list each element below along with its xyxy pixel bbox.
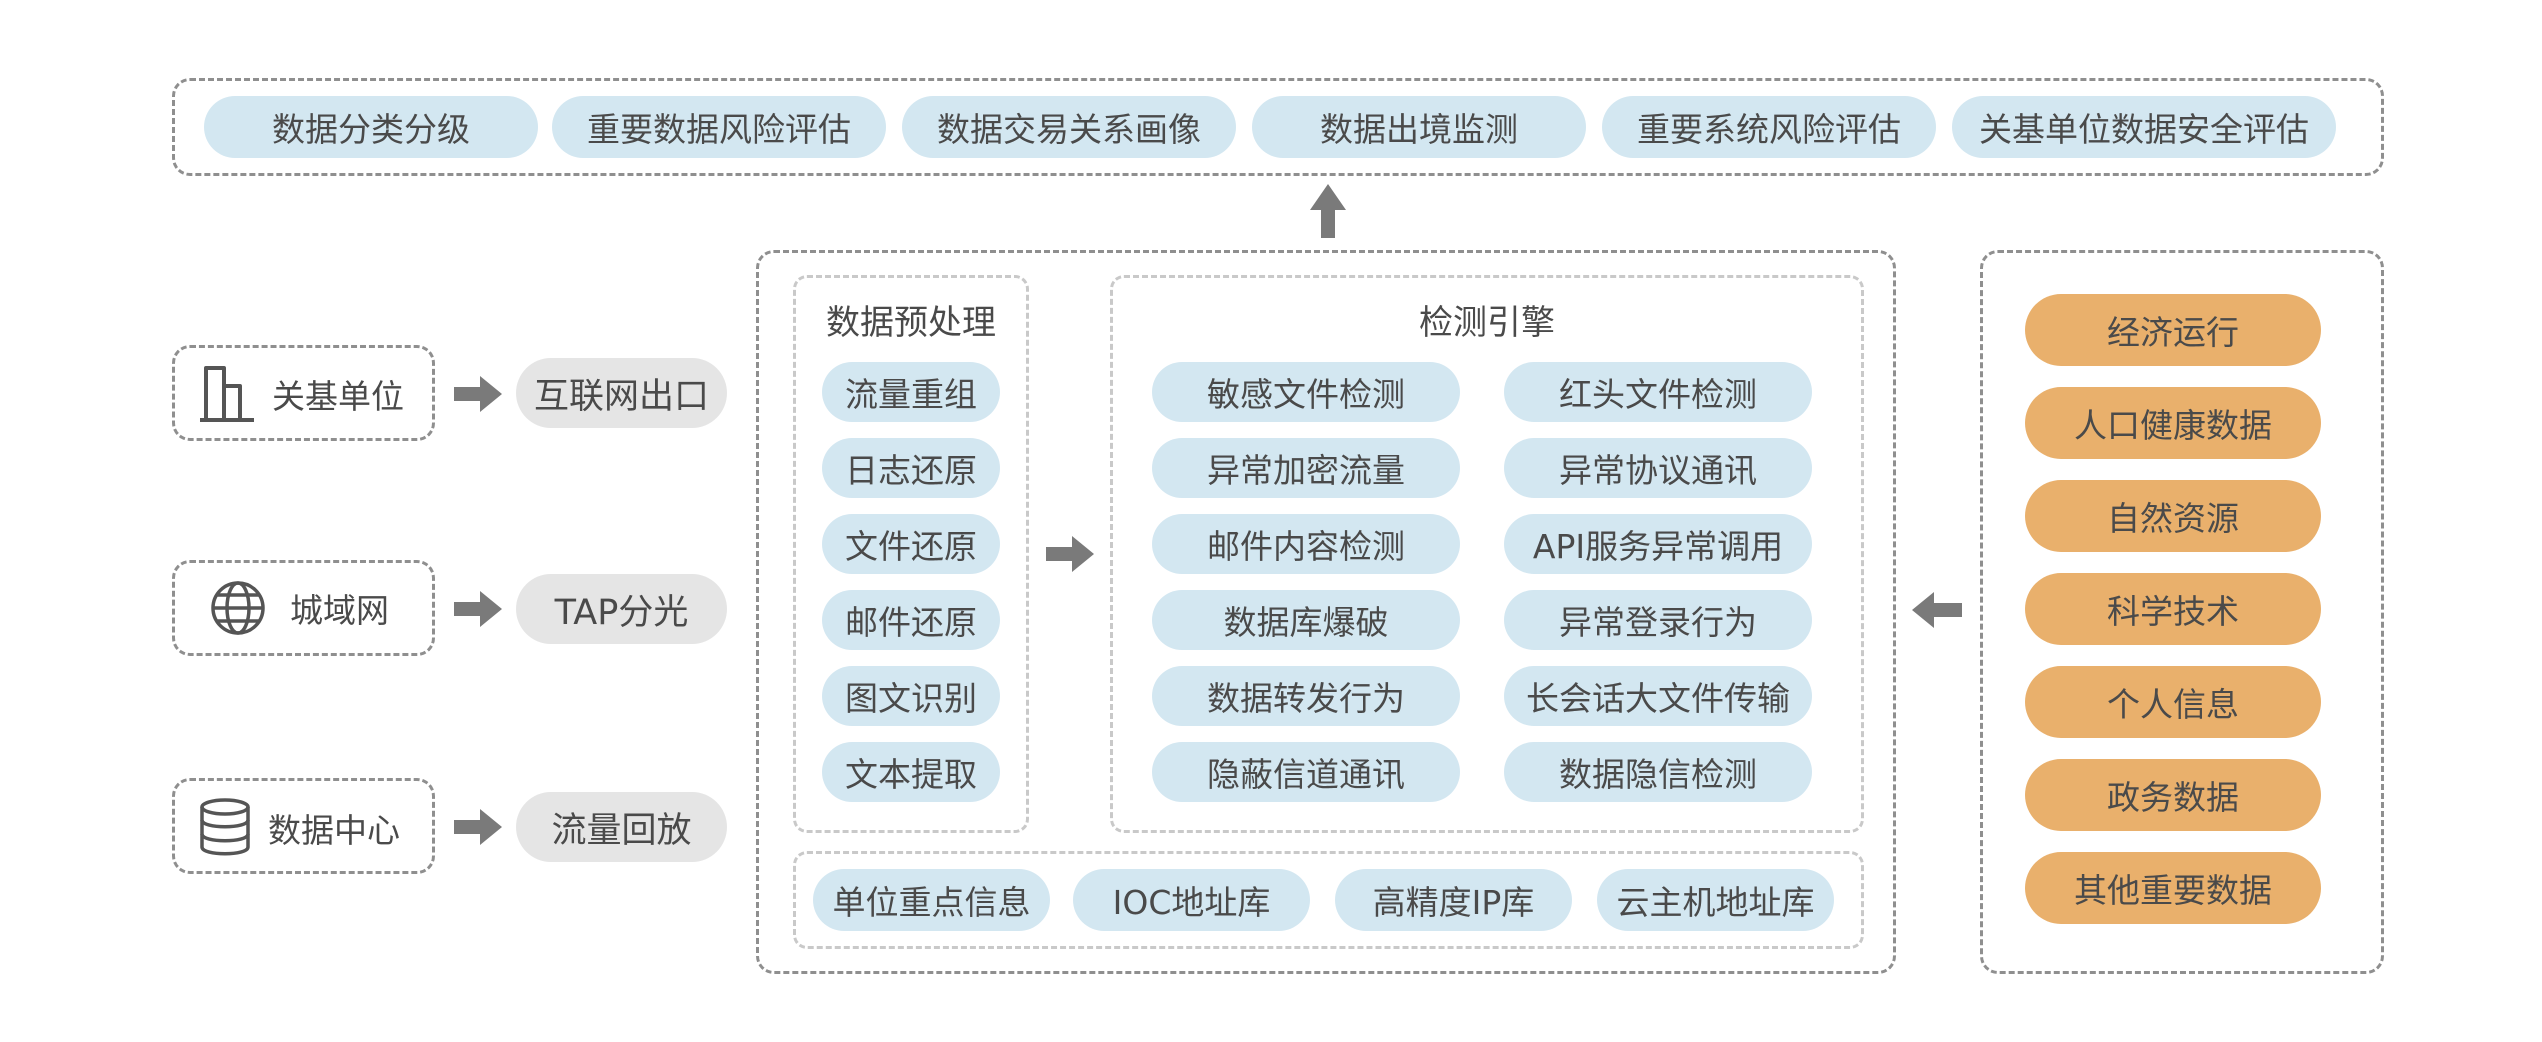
building-icon xyxy=(200,366,254,422)
engine-pill: 异常登录行为 xyxy=(1504,590,1812,650)
source-frame-critical-units xyxy=(172,345,435,441)
source-label: 关基单位 xyxy=(272,377,404,416)
arrow-left-icon xyxy=(1912,592,1962,628)
data-category-pill: 经济运行 xyxy=(2025,294,2321,366)
engine-pill: 隐蔽信道通讯 xyxy=(1152,742,1460,802)
collection-pill: 互联网出口 xyxy=(516,358,727,428)
engine-pill: 长会话大文件传输 xyxy=(1504,666,1812,726)
preprocess-pill: 图文识别 xyxy=(822,666,1000,726)
knowledge-base-pill: 高精度IP库 xyxy=(1335,869,1572,931)
app-pill: 重要数据风险评估 xyxy=(552,96,886,158)
source-frame-data-center xyxy=(172,778,435,874)
collection-pill: TAP分光 xyxy=(516,574,727,644)
data-category-pill: 其他重要数据 xyxy=(2025,852,2321,924)
preprocess-pill: 文本提取 xyxy=(822,742,1000,802)
app-pill: 关基单位数据安全评估 xyxy=(1952,96,2336,158)
engine-pill: 邮件内容检测 xyxy=(1152,514,1460,574)
app-pill: 数据出境监测 xyxy=(1252,96,1586,158)
engine-pill: 敏感文件检测 xyxy=(1152,362,1460,422)
arrow-up-icon xyxy=(1310,184,1346,238)
data-category-pill: 人口健康数据 xyxy=(2025,387,2321,459)
engine-pill: 数据库爆破 xyxy=(1152,590,1460,650)
preprocess-frame xyxy=(793,275,1029,833)
engine-pill: API服务异常调用 xyxy=(1504,514,1812,574)
engine-pill: 异常协议通讯 xyxy=(1504,438,1812,498)
preprocess-title: 数据预处理 xyxy=(826,303,996,343)
engine-pill: 异常加密流量 xyxy=(1152,438,1460,498)
source-label: 城域网 xyxy=(290,591,389,630)
arrow-right-icon xyxy=(454,591,502,627)
knowledge-base-pill: 单位重点信息 xyxy=(813,869,1050,931)
data-categories-frame xyxy=(1980,250,2384,974)
globe-icon xyxy=(211,581,265,635)
preprocess-pill: 日志还原 xyxy=(822,438,1000,498)
source-frame-metro-network xyxy=(172,560,435,656)
data-category-pill: 政务数据 xyxy=(2025,759,2321,831)
engine-pill: 红头文件检测 xyxy=(1504,362,1812,422)
preprocess-pill: 邮件还原 xyxy=(822,590,1000,650)
engine-pill: 数据转发行为 xyxy=(1152,666,1460,726)
data-category-pill: 科学技术 xyxy=(2025,573,2321,645)
data-category-pill: 自然资源 xyxy=(2025,480,2321,552)
knowledge-base-frame xyxy=(793,851,1864,949)
app-pill: 数据交易关系画像 xyxy=(902,96,1236,158)
app-pill: 重要系统风险评估 xyxy=(1602,96,1936,158)
app-pill: 数据分类分级 xyxy=(204,96,538,158)
knowledge-base-pill: 云主机地址库 xyxy=(1597,869,1834,931)
applications-frame xyxy=(172,78,2384,176)
preprocess-pill: 文件还原 xyxy=(822,514,1000,574)
analysis-frame xyxy=(756,250,1896,974)
arrow-right-icon xyxy=(1046,536,1094,572)
collection-pill: 流量回放 xyxy=(516,792,727,862)
engine-pill: 数据隐信检测 xyxy=(1504,742,1812,802)
arrow-right-icon xyxy=(454,376,502,412)
arrow-right-icon xyxy=(454,809,502,845)
engine-title: 检测引擎 xyxy=(1419,303,1555,343)
data-category-pill: 个人信息 xyxy=(2025,666,2321,738)
detection-engine-frame xyxy=(1110,275,1864,833)
source-label: 数据中心 xyxy=(268,811,400,850)
preprocess-pill: 流量重组 xyxy=(822,362,1000,422)
database-icon xyxy=(200,798,250,856)
knowledge-base-pill: IOC地址库 xyxy=(1073,869,1310,931)
